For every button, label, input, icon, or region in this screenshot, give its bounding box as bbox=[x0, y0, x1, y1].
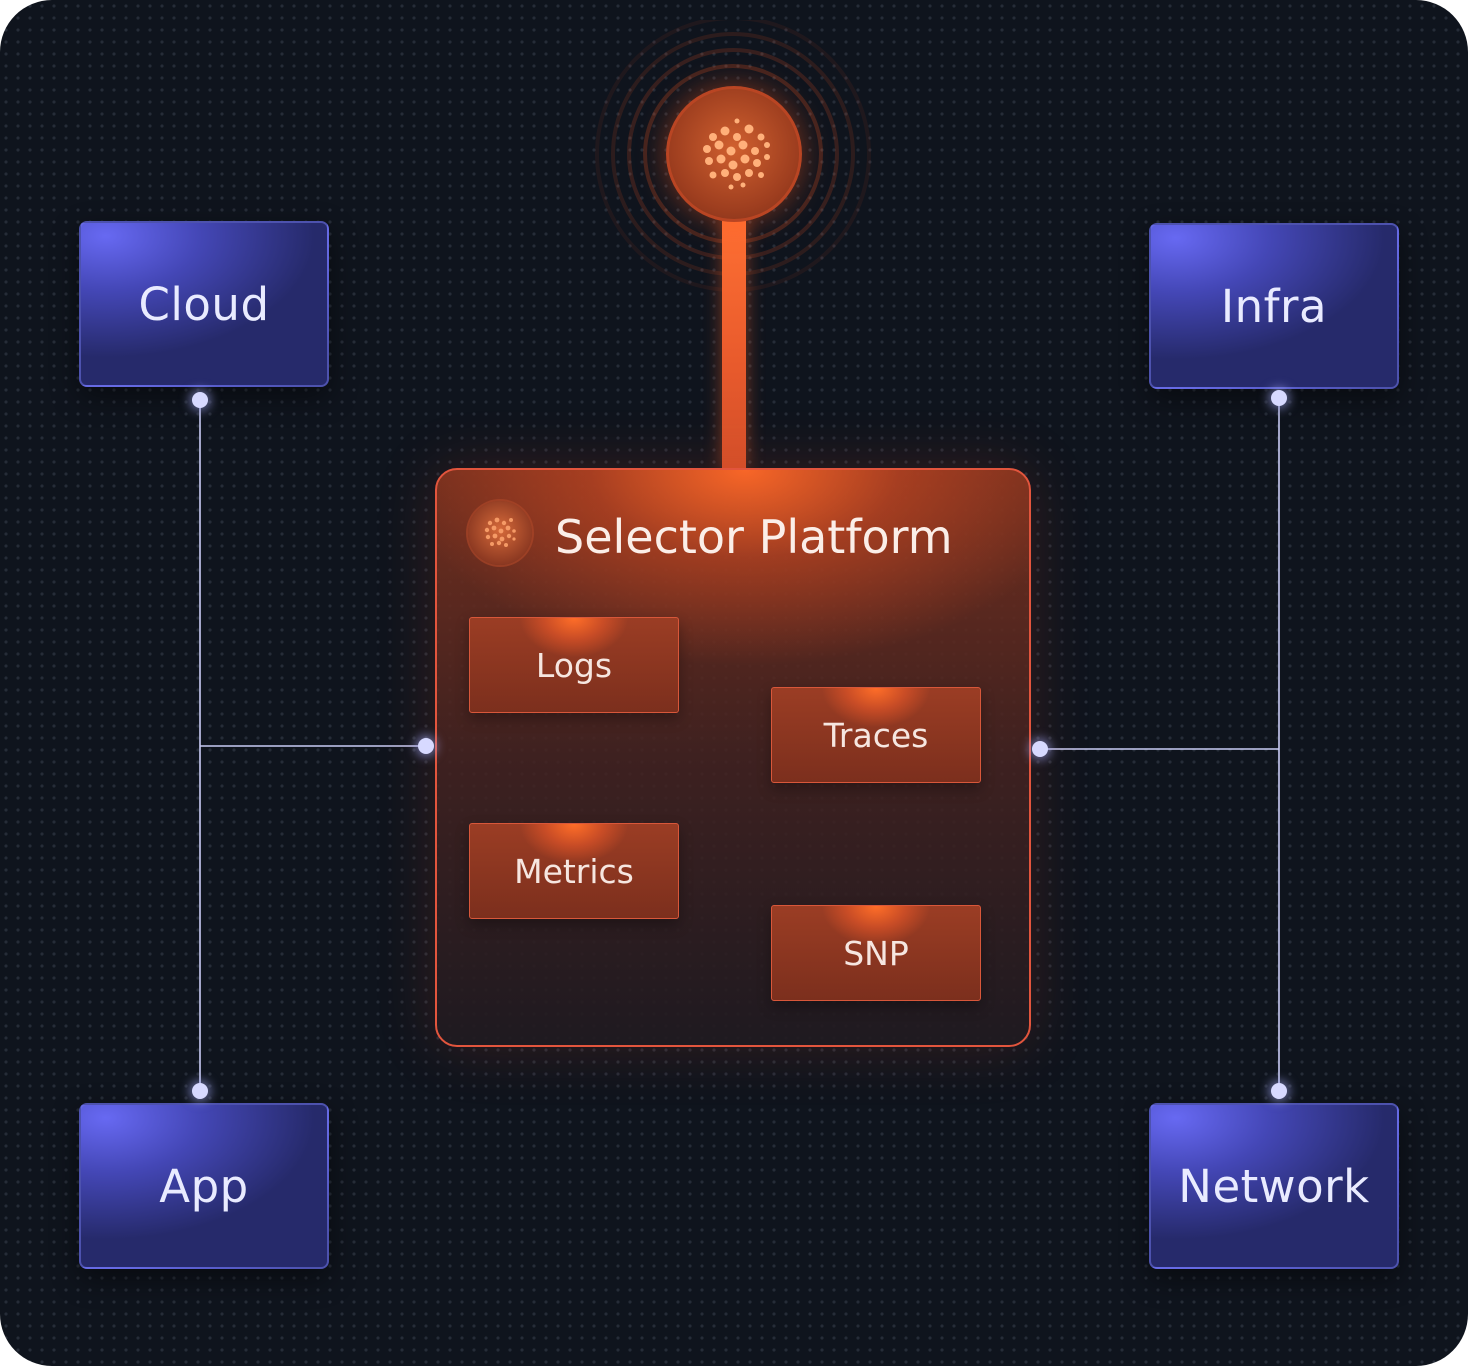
hub-node bbox=[666, 86, 802, 222]
network-node[interactable]: Network bbox=[1149, 1103, 1399, 1269]
cloud-node-label: Cloud bbox=[138, 277, 270, 331]
metrics-module[interactable]: Metrics bbox=[469, 823, 679, 919]
platform-logo bbox=[468, 501, 532, 565]
traces-module[interactable]: Traces bbox=[771, 687, 981, 783]
app-node-label: App bbox=[159, 1159, 249, 1213]
network-node-label: Network bbox=[1178, 1159, 1370, 1213]
app-connector-dot bbox=[192, 1083, 208, 1099]
cloud-node[interactable]: Cloud bbox=[79, 221, 329, 387]
app-node[interactable]: App bbox=[79, 1103, 329, 1269]
hub-connector-stem bbox=[722, 212, 746, 470]
cloud-connector-dot bbox=[192, 392, 208, 408]
snp-module[interactable]: SNP bbox=[771, 905, 981, 1001]
platform-left-connector-dot bbox=[418, 738, 434, 754]
snp-module-label: SNP bbox=[843, 933, 909, 973]
selector-platform-panel: Selector Platform Logs Traces Metrics SN… bbox=[435, 468, 1031, 1047]
selector-logo-icon bbox=[484, 517, 516, 547]
logs-module[interactable]: Logs bbox=[469, 617, 679, 713]
infra-connector-dot bbox=[1271, 390, 1287, 406]
traces-module-label: Traces bbox=[823, 715, 929, 755]
selector-logo-icon bbox=[703, 118, 770, 190]
platform-right-connector-dot bbox=[1032, 741, 1048, 757]
infra-node-label: Infra bbox=[1220, 279, 1328, 333]
metrics-module-label: Metrics bbox=[514, 851, 634, 891]
network-connector-dot bbox=[1271, 1083, 1287, 1099]
platform-title: Selector Platform bbox=[555, 510, 953, 564]
logs-module-label: Logs bbox=[535, 645, 613, 685]
infra-node[interactable]: Infra bbox=[1149, 223, 1399, 389]
